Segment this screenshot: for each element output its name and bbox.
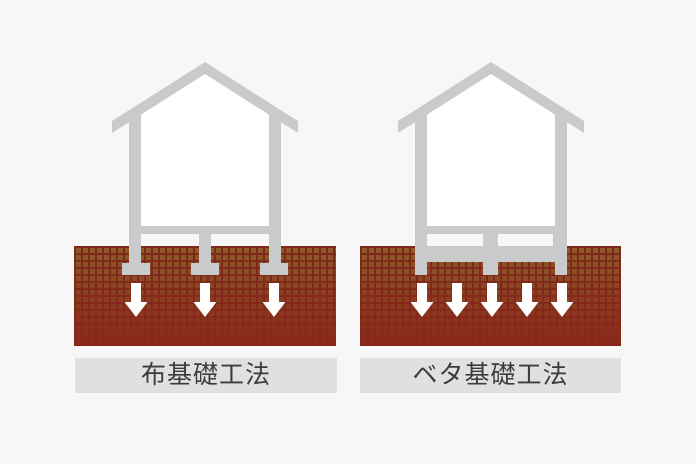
- label-strip-foundation: 布基礎工法: [75, 358, 337, 393]
- vent-opening: [498, 234, 553, 246]
- load-arrow-icon: [410, 283, 434, 317]
- center-pier: [483, 234, 498, 275]
- roof-icon: [112, 62, 298, 133]
- load-arrow-icon: [480, 283, 504, 317]
- mat-foundation-house: [398, 62, 584, 317]
- load-arrow-icon: [124, 283, 148, 317]
- vent-opening: [427, 234, 483, 246]
- center-pier: [199, 234, 211, 263]
- left-wall: [129, 113, 141, 263]
- floor-beam: [129, 226, 281, 234]
- footing-pad: [191, 263, 219, 275]
- strip-foundation-house: [112, 62, 298, 317]
- house-interior: [130, 74, 280, 226]
- load-arrow-icon: [262, 283, 286, 317]
- floor-beam: [415, 226, 567, 234]
- load-arrow-icon: [193, 283, 217, 317]
- footing-pad: [122, 263, 150, 275]
- footing-pad: [260, 263, 288, 275]
- house-interior: [416, 74, 566, 226]
- roof-icon: [398, 62, 584, 133]
- load-arrow-icon: [445, 283, 469, 317]
- right-wall: [269, 113, 281, 263]
- label-mat-foundation: ベタ基礎工法: [360, 358, 621, 393]
- load-arrow-icon: [550, 283, 574, 317]
- load-arrow-icon: [515, 283, 539, 317]
